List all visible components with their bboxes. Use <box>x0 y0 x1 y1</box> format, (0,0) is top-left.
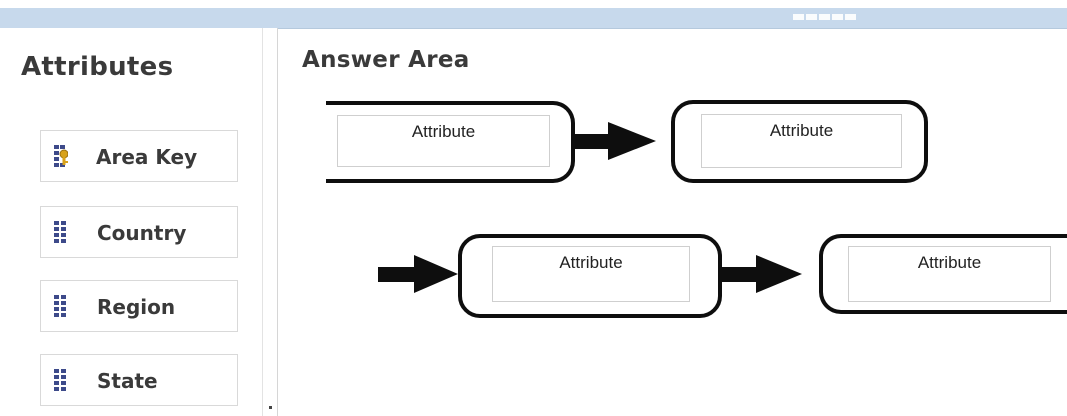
attribute-label: Region <box>97 295 176 319</box>
attribute-label: Area Key <box>96 145 198 169</box>
attribute-item-area-key[interactable]: Area Key <box>40 130 238 182</box>
answer-area-heading: Answer Area <box>302 47 470 73</box>
slot-placeholder: Attribute <box>411 122 476 141</box>
attribute-item-country[interactable]: Country <box>40 206 238 258</box>
attribute-grid-icon <box>54 369 66 391</box>
answer-slot-1[interactable]: Attribute <box>337 115 550 167</box>
answer-slot-3[interactable]: Attribute <box>492 246 690 302</box>
key-attribute-icon <box>54 145 68 167</box>
attribute-grid-icon <box>54 295 66 317</box>
grip-handle[interactable] <box>793 14 856 20</box>
answer-slot-2[interactable]: Attribute <box>701 114 902 168</box>
top-toolbar <box>0 8 1067 29</box>
attributes-heading: Attributes <box>21 52 174 82</box>
slot-placeholder: Attribute <box>559 253 623 272</box>
answer-slot-frame-2: Attribute <box>671 100 928 183</box>
answer-slot-frame-4: Attribute <box>819 234 1067 314</box>
answer-slot-frame-3: Attribute <box>458 234 722 318</box>
attribute-label: State <box>97 369 158 393</box>
slot-placeholder: Attribute <box>917 253 982 272</box>
attribute-label: Country <box>97 221 187 245</box>
slot-placeholder: Attribute <box>769 121 834 140</box>
attribute-grid-icon <box>54 221 66 243</box>
answer-slot-frame-1: Attribute <box>326 101 575 183</box>
panel-splitter[interactable] <box>262 28 278 416</box>
answer-slot-4[interactable]: Attribute <box>848 246 1051 302</box>
arrow-icon <box>378 255 458 293</box>
arrow-icon <box>720 255 802 293</box>
arrow-icon <box>568 122 656 160</box>
attribute-item-state[interactable]: State <box>40 354 238 406</box>
attribute-item-region[interactable]: Region <box>40 280 238 332</box>
splitter-grip-dot <box>269 406 272 409</box>
